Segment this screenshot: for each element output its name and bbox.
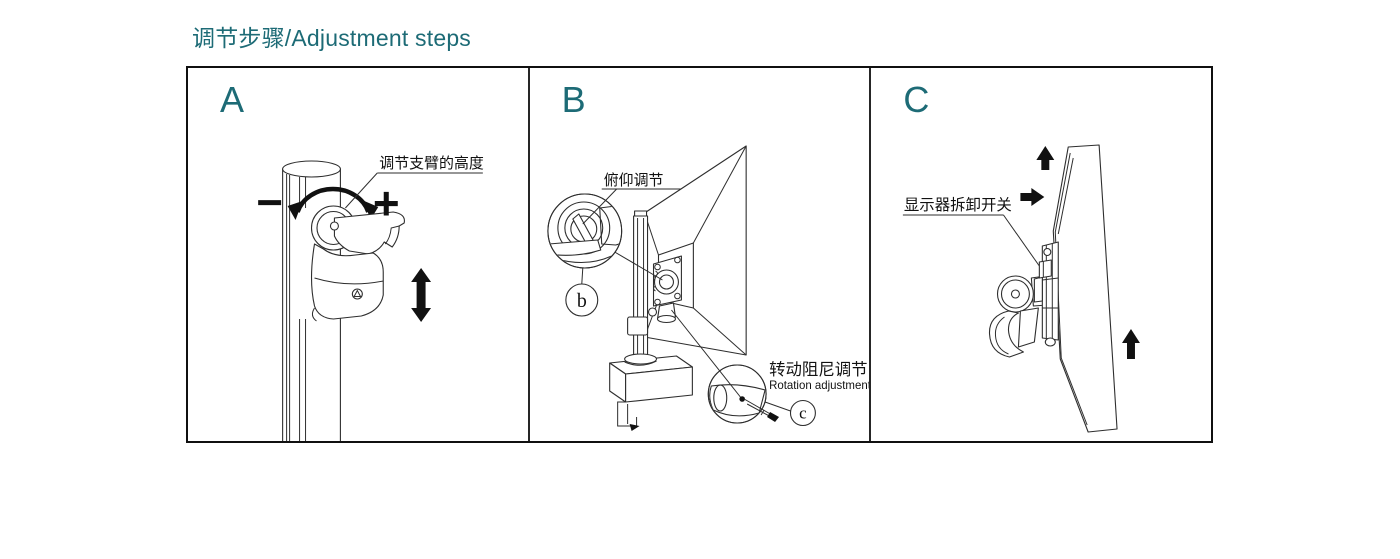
panel-b-illustration: 俯仰调节 b — [547, 145, 870, 431]
vesa-plate — [1034, 241, 1060, 347]
panel-c-illustration: 显示器拆卸开关 — [903, 144, 1141, 433]
panel-b: B — [530, 68, 872, 441]
detach-label-callout: 显示器拆卸开关 — [903, 196, 1041, 267]
vesa-mount — [647, 255, 682, 324]
panel-a-illustration: − + 调节支臂的高度 — [256, 155, 484, 441]
push-arrow-icon — [1020, 188, 1045, 206]
plus-symbol: + — [373, 177, 400, 229]
lift-arrow-bottom-icon — [1122, 329, 1141, 359]
monitor-side — [1053, 144, 1118, 433]
quick-release-mount — [989, 241, 1060, 358]
arm-clamp — [310, 205, 405, 322]
tilt-label: 俯仰调节 — [603, 172, 663, 189]
arm-hook — [989, 307, 1040, 358]
callout-c: c — [764, 399, 816, 427]
panel-c-letter: C — [903, 79, 930, 120]
height-label-callout: 调节支臂的高度 — [345, 155, 484, 209]
panel-a-letter: A — [220, 79, 245, 120]
up-down-arrow-icon — [411, 268, 432, 322]
rotation-label-cn: 转动阻尼调节 — [769, 360, 868, 379]
callout-b-letter: b — [576, 290, 586, 312]
rotation-label-en: Rotation adjustment — [769, 380, 870, 392]
rotation-detail-circle — [670, 309, 779, 424]
detach-label: 显示器拆卸开关 — [904, 196, 1012, 214]
ball-joint-knob — [997, 275, 1035, 313]
rotation-label: 转动阻尼调节 Rotation adjustment — [769, 360, 870, 392]
lift-arrow-top-icon — [1036, 146, 1055, 170]
page-title: 调节步骤/Adjustment steps — [192, 25, 472, 51]
desk-clamp-base — [608, 353, 693, 431]
diagram-box: A — [186, 66, 1213, 443]
minus-symbol: − — [256, 176, 283, 228]
callout-c-letter: c — [799, 403, 807, 422]
height-label: 调节支臂的高度 — [379, 155, 484, 172]
tilt-label-callout: 俯仰调节 — [582, 172, 682, 225]
panel-c: C — [871, 68, 1211, 441]
panel-a: A — [188, 68, 530, 441]
pole — [626, 210, 648, 365]
panel-b-letter: B — [561, 79, 586, 120]
allen-key — [743, 398, 779, 422]
rotate-arrow-icon — [287, 186, 379, 220]
callout-b: b — [564, 267, 598, 317]
release-latch — [1039, 259, 1053, 279]
